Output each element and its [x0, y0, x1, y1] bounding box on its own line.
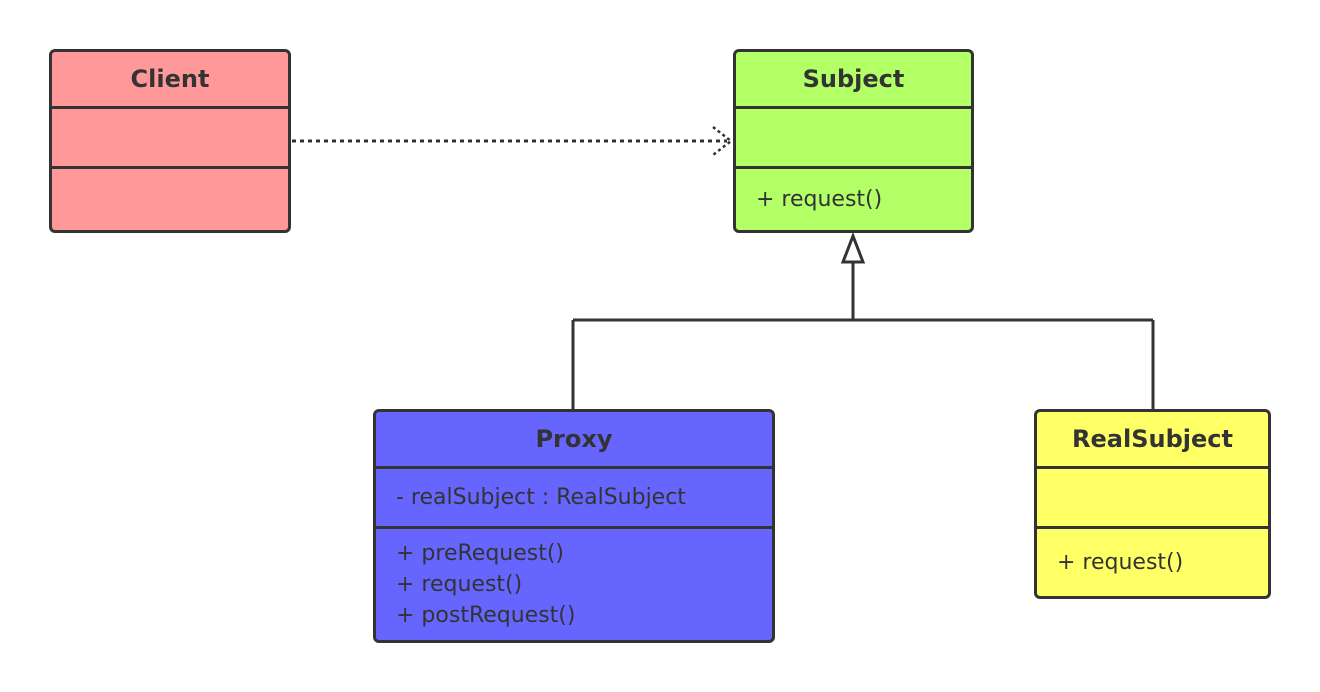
class-client[interactable]: Client	[49, 49, 291, 233]
attributes-section: - realSubject : RealSubject	[376, 469, 772, 529]
class-name: Client	[52, 52, 288, 109]
operation-request: + request()	[1057, 550, 1184, 575]
operation-postrequest: + postRequest()	[396, 603, 576, 628]
generalization-arrowhead	[840, 231, 866, 264]
attributes-section	[1037, 469, 1268, 529]
class-subject[interactable]: Subject + request()	[733, 49, 974, 233]
class-realsubject[interactable]: RealSubject + request()	[1034, 409, 1271, 599]
operations-section: + preRequest() + request() + postRequest…	[376, 529, 772, 640]
class-name: RealSubject	[1037, 412, 1268, 469]
attribute-realsubject: - realSubject : RealSubject	[396, 485, 686, 510]
attributes-section	[736, 109, 971, 169]
class-name: Subject	[736, 52, 971, 109]
operations-section: + request()	[1037, 529, 1268, 596]
class-name: Proxy	[376, 412, 772, 469]
class-proxy[interactable]: Proxy - realSubject : RealSubject + preR…	[373, 409, 775, 643]
operation-prerequest: + preRequest()	[396, 541, 565, 566]
dependency-arrowhead	[712, 126, 734, 156]
attributes-section	[52, 109, 288, 169]
operation-request: + request()	[756, 187, 883, 212]
operations-section: + request()	[736, 169, 971, 230]
operations-section	[52, 169, 288, 230]
operation-request: + request()	[396, 572, 523, 597]
